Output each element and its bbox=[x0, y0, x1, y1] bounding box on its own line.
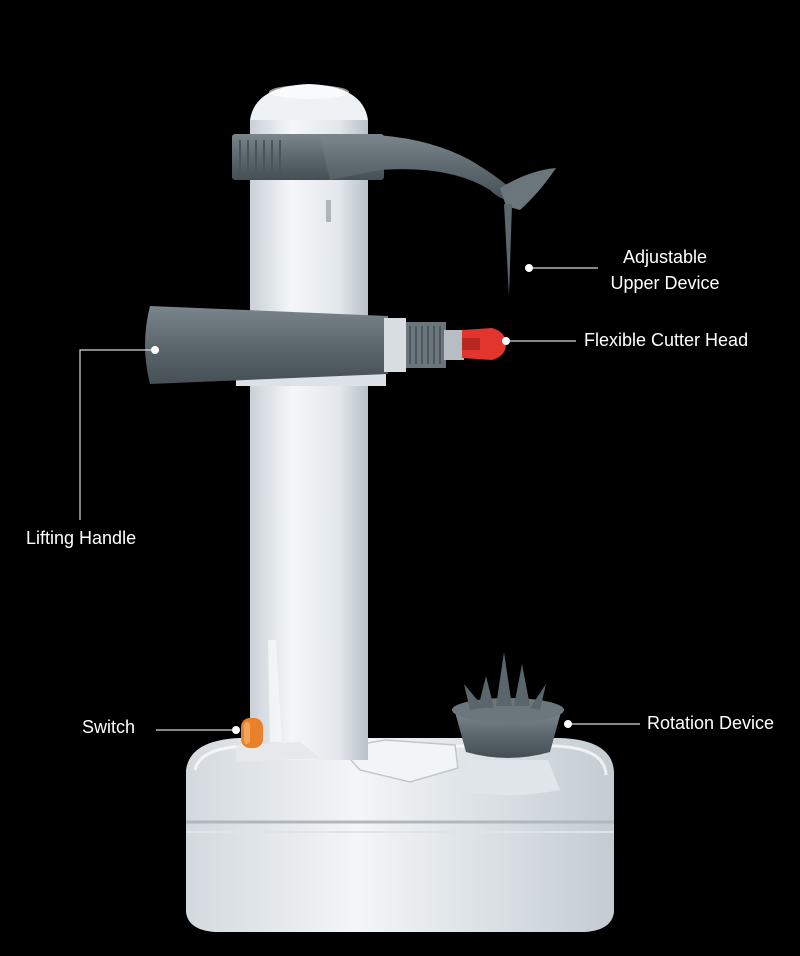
upper-arm bbox=[232, 134, 556, 296]
callout-upper-device-line1: Adjustable bbox=[622, 247, 708, 267]
callout-dots bbox=[151, 264, 572, 734]
rotation-device bbox=[452, 652, 564, 795]
callout-upper-device-line2: Upper Device bbox=[610, 273, 720, 293]
callout-upper-device: Adjustable Upper Device bbox=[598, 244, 732, 296]
callout-cutter-head: Flexible Cutter Head bbox=[584, 330, 749, 350]
callout-lines bbox=[79, 267, 640, 731]
power-switch[interactable] bbox=[241, 718, 263, 748]
callout-lifting-handle: Lifting Handle bbox=[26, 528, 137, 548]
callout-rotation-device: Rotation Device bbox=[647, 713, 775, 733]
callout-switch: Switch bbox=[82, 717, 136, 737]
main-column bbox=[236, 84, 386, 762]
lifting-handle bbox=[145, 306, 506, 384]
